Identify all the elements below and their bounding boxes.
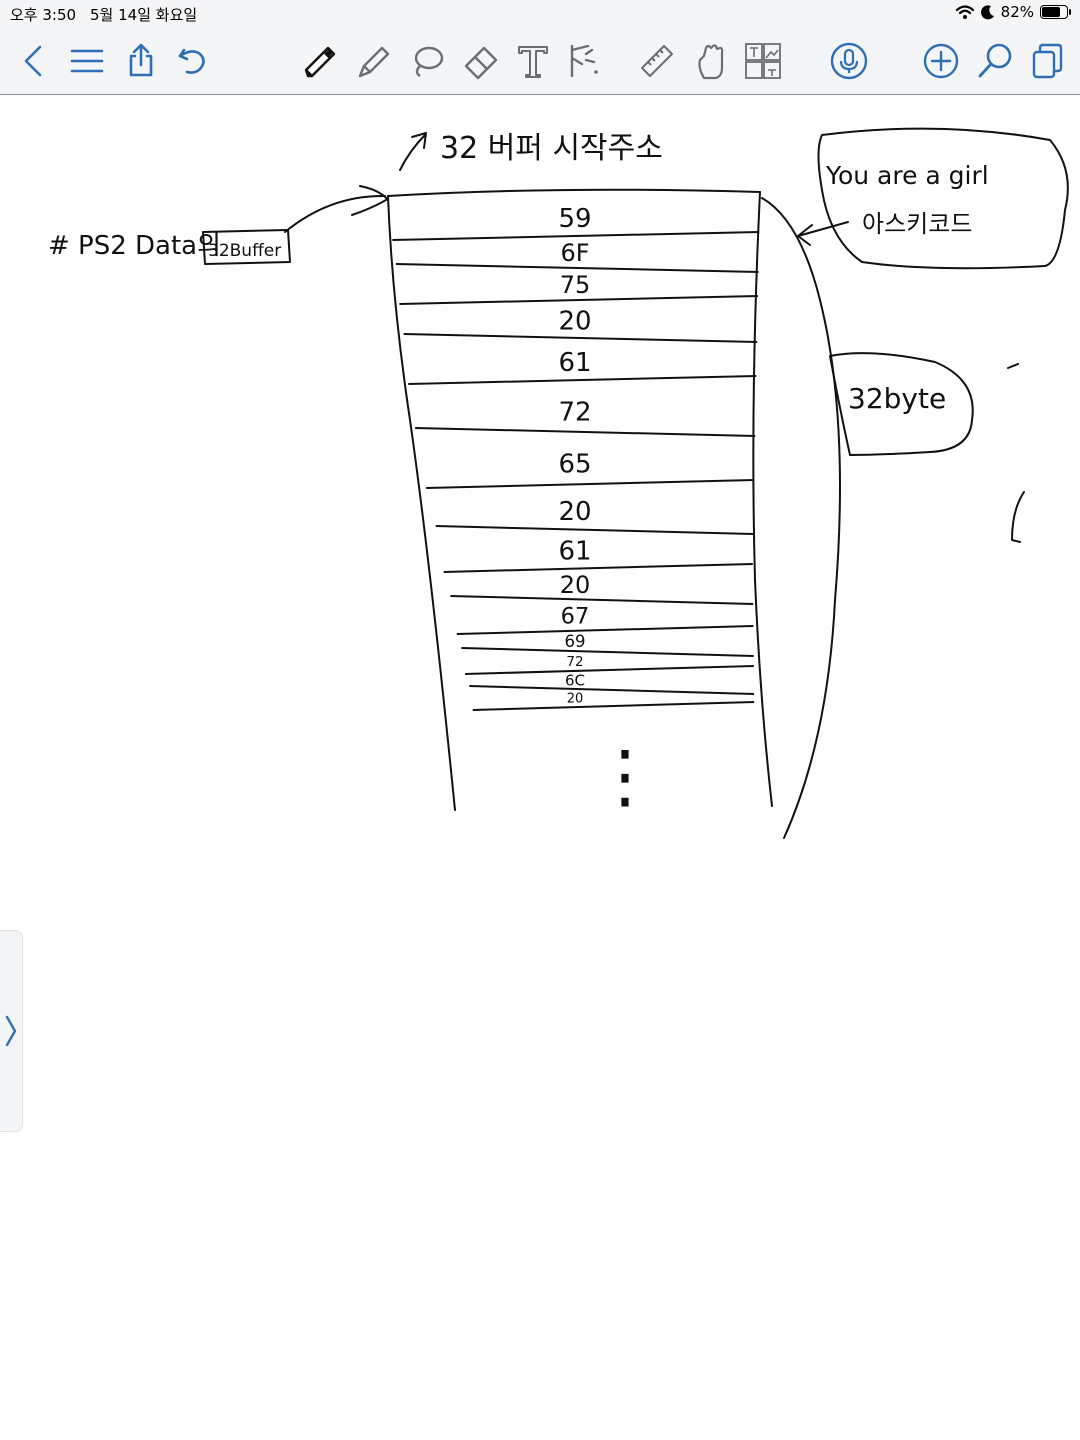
pages-icon (1032, 43, 1063, 79)
status-date: 5월 14일 화요일 (90, 6, 198, 24)
label-arrow (284, 185, 389, 233)
pen-tool-button[interactable] (298, 40, 340, 82)
search-button[interactable] (974, 40, 1016, 82)
memory-right-edge (752, 191, 773, 807)
memory-row-separator (469, 685, 755, 695)
status-time: 오후 3:50 (10, 6, 77, 24)
highlighter-tool-button[interactable] (352, 40, 394, 82)
memory-top-edge (387, 188, 761, 197)
shapes-icon (570, 44, 598, 78)
size-brace (761, 197, 841, 839)
memory-cell-value: 20 (558, 497, 591, 527)
memory-row-separator (392, 231, 760, 241)
hand-icon (698, 44, 724, 80)
menu-icon (70, 49, 104, 73)
memory-cell-value: 75 (560, 271, 591, 299)
microphone-button[interactable] (828, 40, 870, 82)
title-annotation: 32 버퍼 시작주소 (440, 131, 663, 166)
left-box-label: 32Buffer (208, 241, 281, 261)
speech-bubble (817, 127, 1069, 270)
chevron-right-icon (5, 1015, 17, 1047)
speech-bubble-text: You are a girl (825, 161, 989, 190)
lasso-tool-button[interactable] (406, 40, 448, 82)
memory-row-separator (461, 647, 754, 657)
memory-cell-value: 69 (565, 632, 586, 651)
memory-cell-value: 65 (558, 450, 591, 480)
battery-percent: 82% (1000, 3, 1034, 21)
speech-arrow (797, 221, 849, 246)
left-box (202, 229, 291, 265)
size-bubble-text: 32byte (848, 382, 946, 415)
back-button[interactable] (14, 40, 56, 82)
shapes-tool-button[interactable] (560, 40, 602, 82)
memory-row-separator (443, 563, 753, 573)
memory-cell-value: 72 (558, 398, 591, 428)
status-bar: 오후 3:50 5월 14일 화요일 82% (0, 0, 1080, 28)
image-text-icon (745, 43, 781, 79)
memory-row-separator (426, 479, 755, 489)
status-right: 82% (955, 3, 1071, 21)
add-button[interactable] (920, 40, 962, 82)
search-icon (978, 43, 1012, 78)
title-arrow (399, 132, 427, 171)
back-icon (24, 45, 42, 77)
undo-icon (178, 48, 205, 74)
image-text-tool-button[interactable] (742, 40, 784, 82)
memory-row-separator (472, 701, 755, 711)
side-panel-handle[interactable] (0, 930, 23, 1132)
memory-row-separator (465, 665, 754, 675)
memory-cell-value: 67 (561, 603, 590, 629)
menu-button[interactable] (66, 40, 108, 82)
memory-row-separator (408, 375, 757, 385)
stray-mark (1007, 363, 1019, 369)
battery-icon (1040, 5, 1071, 19)
share-button[interactable] (120, 40, 162, 82)
memory-cell-value: 20 (567, 691, 584, 706)
microphone-icon (830, 42, 868, 80)
memory-row-separator (456, 625, 754, 635)
share-icon (129, 43, 153, 77)
memory-row-separator (395, 263, 759, 273)
moon-icon (980, 5, 994, 20)
memory-cell-value: 20 (560, 571, 591, 599)
pen-icon (304, 46, 336, 78)
memory-row-separator (403, 333, 758, 343)
highlighter-icon (358, 46, 390, 78)
memory-row-separator (435, 525, 754, 535)
text-icon (518, 46, 548, 78)
memory-cell-value: 61 (558, 537, 591, 567)
size-bubble (829, 352, 974, 456)
memory-cell-value: 6C (565, 672, 585, 690)
hand-tool-button[interactable] (690, 40, 732, 82)
ruler-tool-button[interactable] (636, 40, 678, 82)
memory-cell-value: 20 (558, 307, 591, 337)
left-label: # PS2 Data의 (48, 231, 221, 261)
memory-left-edge (387, 195, 456, 811)
toolbar (0, 28, 1080, 95)
lasso-icon (414, 46, 444, 77)
memory-cell-value: 59 (558, 204, 591, 234)
pages-button[interactable] (1026, 40, 1068, 82)
memory-cell-value: 72 (566, 654, 583, 670)
memory-cell-value: 61 (558, 348, 591, 378)
eraser-icon (464, 46, 498, 80)
memory-ellipsis: ⋮ (590, 735, 660, 817)
wifi-icon (955, 5, 974, 19)
memory-cell-value: 6F (560, 239, 589, 267)
memory-row-separator (399, 295, 758, 305)
text-tool-button[interactable] (512, 40, 554, 82)
memory-row-separator (450, 595, 754, 605)
undo-button[interactable] (172, 40, 214, 82)
add-icon (923, 43, 959, 79)
stray-mark (1011, 491, 1025, 543)
eraser-tool-button[interactable] (460, 40, 502, 82)
memory-row-separator (415, 427, 756, 437)
speech-bubble-subtext: 아스키코드 (862, 210, 972, 238)
ruler-icon (641, 45, 673, 77)
